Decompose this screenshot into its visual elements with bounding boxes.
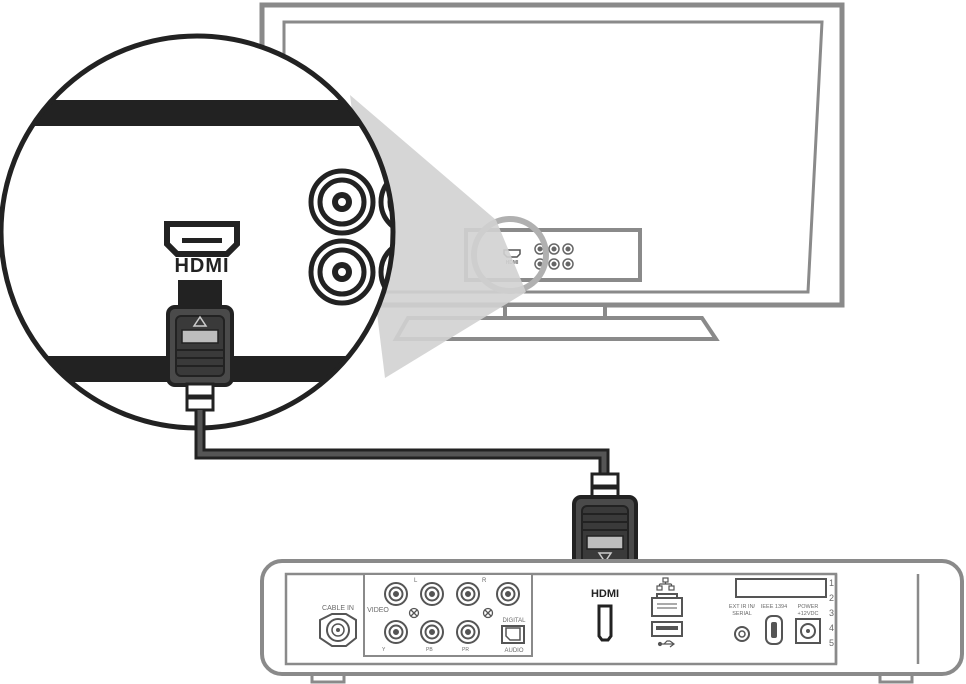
zoom-hdmi-port-icon (164, 221, 240, 257)
optical-audio-port (501, 625, 525, 644)
stb-hdmi-port (597, 604, 613, 642)
screw-icon (408, 607, 494, 619)
set-top-box: CABLE IN VIDEO L R Y PB PR DIGITAL (260, 559, 964, 684)
number-label: 4 (829, 623, 834, 633)
number-label: 5 (829, 638, 834, 648)
ieee-1394-port (765, 615, 783, 645)
power-label: POWER (798, 604, 819, 610)
zoom-magnifier: HDMI (0, 33, 396, 431)
rca-port-row-top (384, 582, 520, 606)
usb-icon (657, 640, 675, 648)
number-labels: 1 2 3 4 5 (829, 578, 834, 648)
zoom-hdmi-logo-text: HDMI (174, 255, 229, 277)
zoom-rca-port (308, 238, 376, 306)
label-slot (735, 578, 827, 598)
number-label: 1 (829, 578, 834, 588)
pr-label: PR (462, 647, 469, 653)
number-label: 2 (829, 593, 834, 603)
pb-label: PB (426, 647, 433, 653)
power-voltage-label: +12VDC (798, 611, 819, 617)
zoom-cone (350, 95, 526, 378)
number-label: 3 (829, 608, 834, 618)
hdmi-cable (194, 410, 610, 478)
ethernet-port (651, 593, 683, 617)
tv-rca-ports (534, 243, 574, 270)
r-label: R (482, 578, 487, 584)
l-label: L (414, 578, 418, 584)
network-icon (656, 577, 675, 591)
zoom-hdmi-plug (166, 280, 234, 412)
audio-label: AUDIO (504, 648, 523, 654)
ieee-1394-label: IEEE 1394 (761, 604, 787, 610)
video-label: VIDEO (367, 607, 389, 614)
power-port (795, 618, 821, 644)
ext-ir-label: EXT IR IN/ (729, 604, 756, 610)
cable-in-label: CABLE IN (322, 605, 354, 612)
ext-ir-serial-port (734, 626, 750, 642)
digital-label: DIGITAL (503, 618, 527, 624)
usb-port (651, 621, 683, 637)
y-label: Y (382, 647, 386, 653)
stb-hdmi-logo-text: HDMI (591, 588, 619, 600)
zoom-rca-port (308, 168, 376, 236)
serial-label: SERIAL (732, 611, 752, 617)
zoom-panel-top-edge (1, 100, 393, 126)
cable-in-port: CABLE IN (319, 605, 357, 647)
rca-port-row-bottom (384, 620, 480, 644)
